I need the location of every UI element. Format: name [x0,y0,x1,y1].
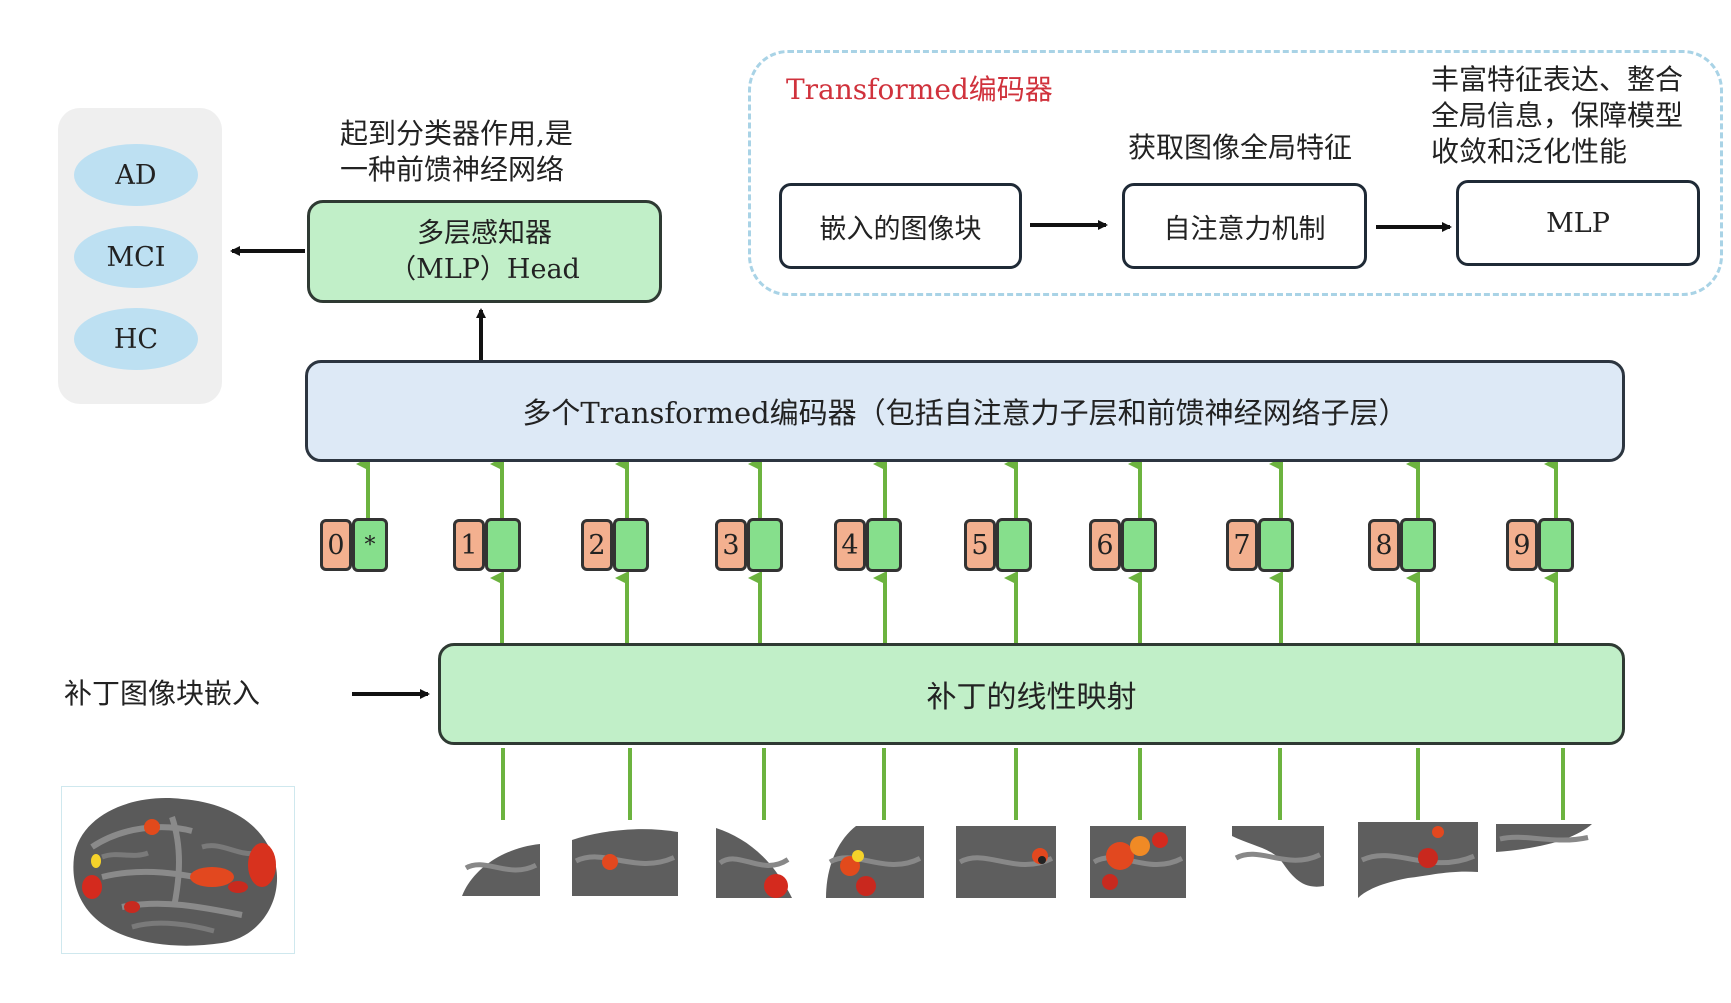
patch-token-4 [866,518,902,572]
mlp-note-line2: 一种前馈神经网络 [340,153,565,186]
mlp-note-line1: 起到分类器作用,是 [340,117,573,150]
patch-token-8 [1400,518,1436,572]
position-token-8: 8 [1368,519,1400,571]
class-mci: MCI [74,226,198,288]
class-token: * [352,518,388,572]
encoder-mlp-box: MLP [1456,180,1700,266]
encoder-detail-panel [748,50,1723,296]
mlp-note-c: 收敛和泛化性能 [1431,135,1628,168]
position-token-2: 2 [581,519,613,571]
position-token-6: 6 [1089,519,1121,571]
patch-token-3 [747,518,783,572]
brain-patch-1 [462,844,540,896]
position-token-1: 1 [453,519,485,571]
brain-patch-4 [826,826,924,898]
brain-patch-2 [572,829,678,896]
patch-token-5 [996,518,1032,572]
position-token-9: 9 [1506,519,1538,571]
self-attention-box: 自注意力机制 [1122,183,1367,269]
brain-patch-3 [716,828,792,898]
brain-patch-8 [1358,822,1478,898]
patch-token-7 [1258,518,1294,572]
position-token-7: 7 [1226,519,1258,571]
mlp-head-box: 多层感知器 （MLP）Head [307,200,662,303]
encoder-panel-title: Transformed编码器 [786,73,1053,106]
brain-render [73,798,278,946]
class-hc: HC [74,308,198,370]
mlp-head-line2: （MLP）Head [389,253,580,285]
position-token-3: 3 [715,519,747,571]
brain-image [61,786,295,954]
linear-projection-box: 补丁的线性映射 [438,643,1625,745]
embedded-patches-box: 嵌入的图像块 [779,183,1022,269]
brain-patch-6 [1090,826,1186,898]
mlp-head-line1: 多层感知器 [417,217,552,249]
transformer-encoders-box: 多个Transformed编码器（包括自注意力子层和前馈神经网络子层） [305,360,1625,462]
mlp-note-a: 丰富特征表达、整合 [1431,63,1684,96]
brain-patch-9 [1496,824,1592,852]
brain-patch-5 [956,826,1056,898]
patch-token-9 [1538,518,1574,572]
green-arrow-group [356,457,1565,820]
attention-note: 获取图像全局特征 [1128,131,1353,164]
patch-token-2 [613,518,649,572]
brain-patch-7 [1232,826,1324,887]
position-token-4: 4 [834,519,866,571]
class-ad: AD [74,144,198,206]
patch-token-6 [1121,518,1157,572]
position-token-0: 0 [320,519,352,571]
position-token-5: 5 [964,519,996,571]
patch-token-1 [485,518,521,572]
mlp-note-b: 全局信息，保障模型 [1431,99,1684,132]
patch-embed-label: 补丁图像块嵌入 [64,677,261,710]
